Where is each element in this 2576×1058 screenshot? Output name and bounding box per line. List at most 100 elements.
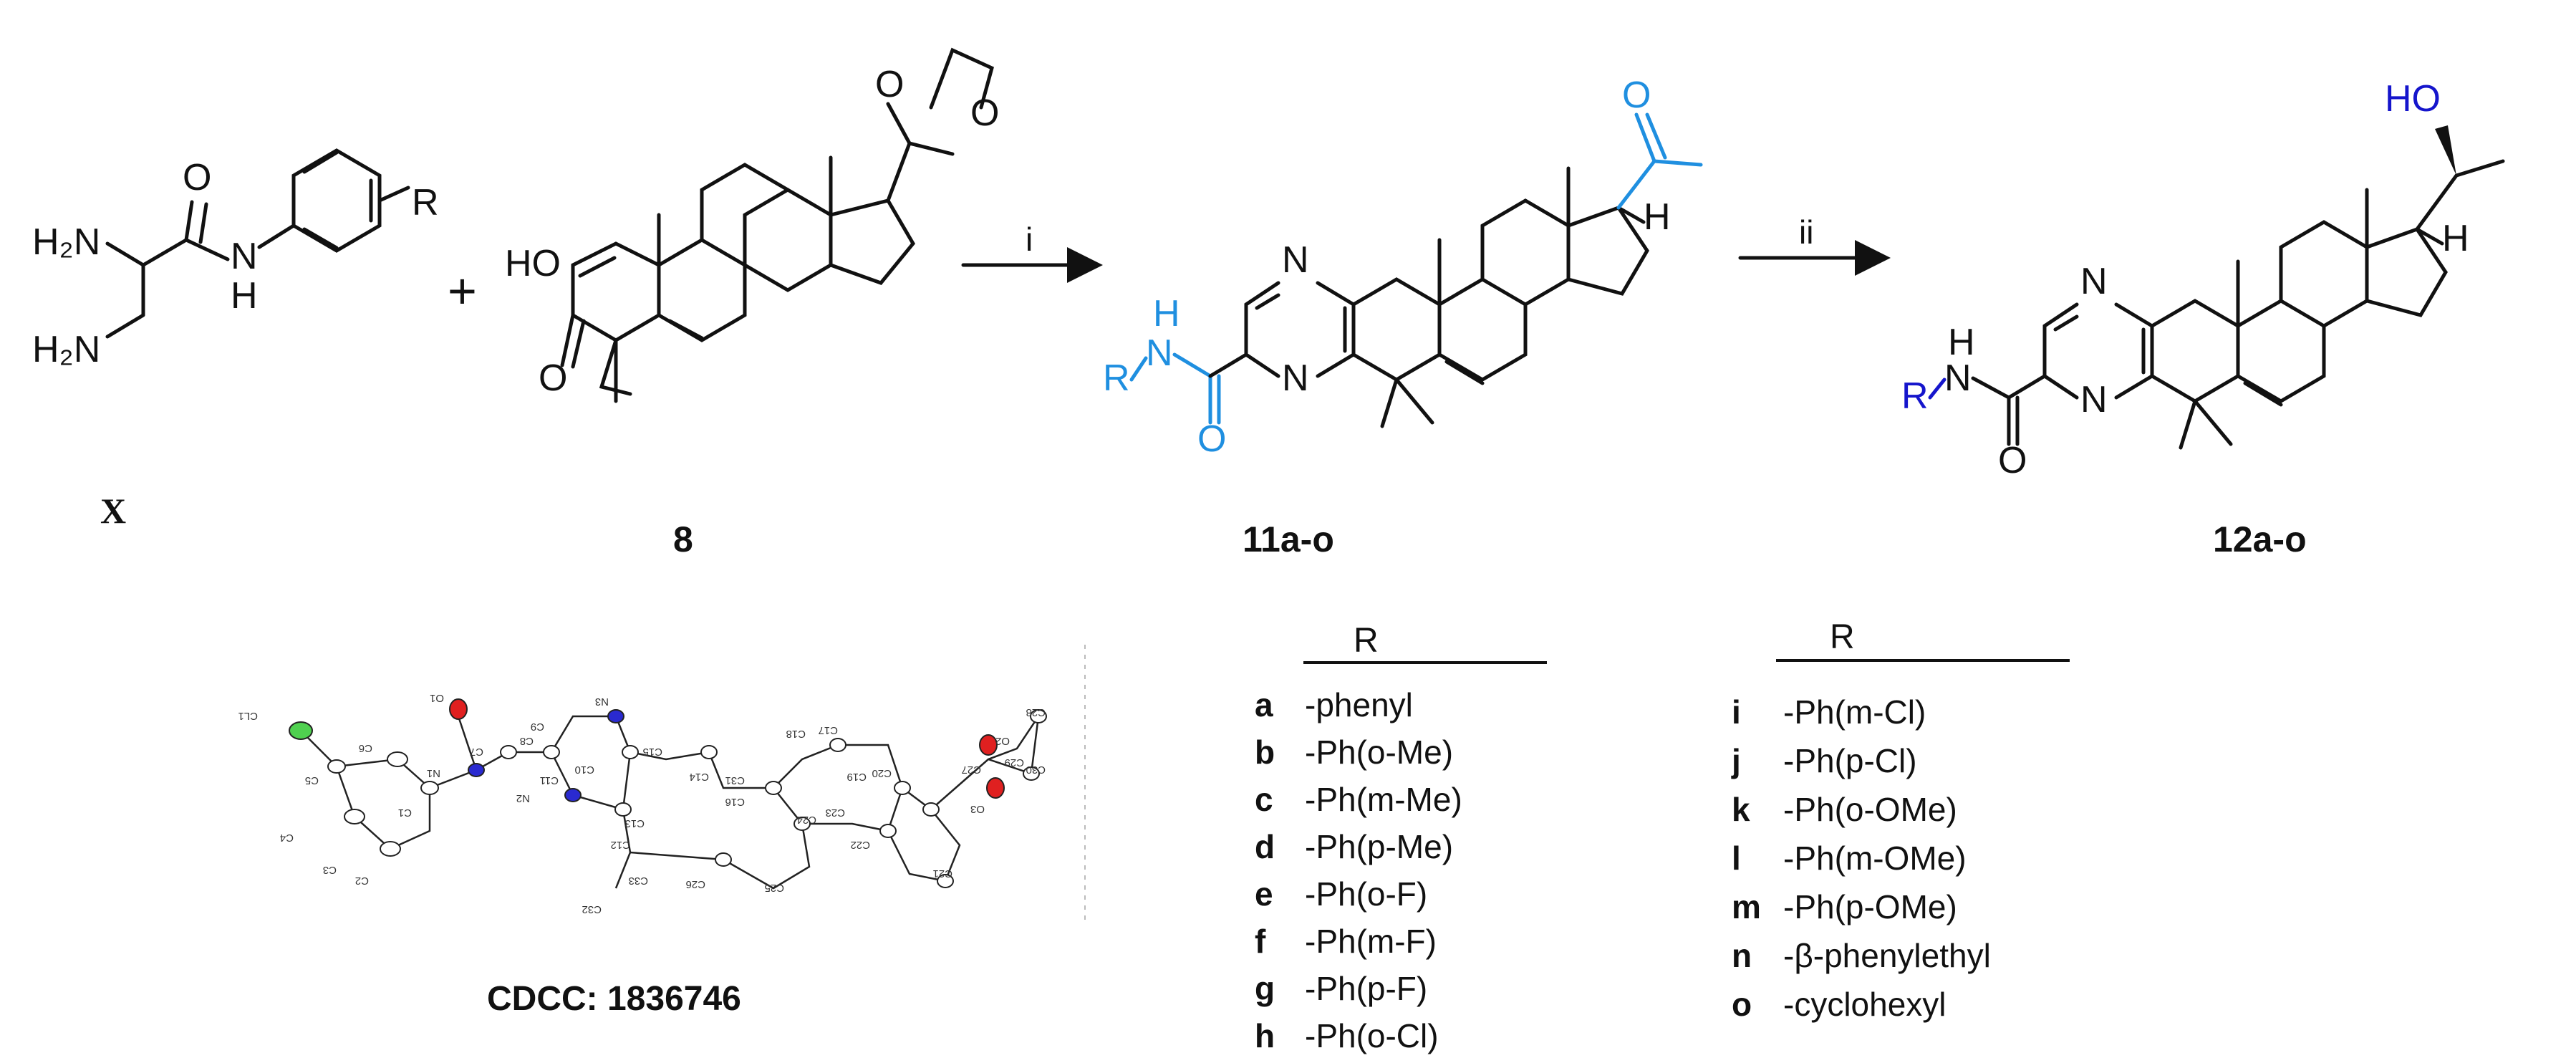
- r-value-m: -Ph(p-OMe): [1783, 888, 1957, 925]
- crystal-label-c22: C22: [850, 839, 870, 851]
- crystal-label-c9: C9: [531, 721, 544, 733]
- atom-n-amide: N: [231, 236, 258, 277]
- crystal-label-c10: C10: [574, 764, 594, 776]
- reagent-step-2: ii: [1799, 213, 1813, 251]
- atom-n-amide-11: N: [1146, 332, 1173, 374]
- atom-h-12-c17: H: [2442, 218, 2469, 259]
- r-value-l: -Ph(m-OMe): [1783, 840, 1967, 877]
- r-value-k: -Ph(o-OMe): [1783, 791, 1957, 828]
- r-key-g: g: [1255, 970, 1275, 1007]
- atom-h2n-top: H₂N: [32, 221, 100, 263]
- reagent-step-1: i: [1026, 221, 1033, 258]
- crystal-atom-labels: CL1C6C5C4C3C2C1N1O1C7C8C9N3N2C10C11C15C1…: [238, 692, 1046, 915]
- r-table-right-column: i -Ph(m-Cl) j -Ph(p-Cl) k -Ph(o-OMe) l -Ph(m-OM…: [1731, 693, 1991, 1023]
- crystal-label-c32: C32: [582, 903, 602, 915]
- r-key-l: l: [1732, 840, 1741, 877]
- r-table-left-column: a-phenylb-Ph(o-Me)c-Ph(m-Me)d-Ph(p-Me)e-…: [1255, 686, 1462, 1054]
- crystal-label-c29: C29: [1004, 756, 1024, 769]
- crystal-label-c16: C16: [725, 796, 745, 808]
- r-value-f: -Ph(m-F): [1305, 923, 1437, 960]
- crystal-label-c17: C17: [818, 724, 838, 736]
- crystal-label-c4: C4: [280, 832, 294, 844]
- crystal-label-c1: C1: [398, 807, 412, 819]
- crystal-ellipsoids: [289, 698, 1047, 888]
- r-key-o: o: [1732, 986, 1752, 1023]
- crystal-label-c18: C18: [786, 728, 806, 740]
- crystal-label-n1: N1: [427, 767, 440, 779]
- atom-ho-8: HO: [505, 243, 561, 284]
- crystal-label-c19: C19: [846, 771, 867, 783]
- r-value-h: -Ph(o-Cl): [1305, 1017, 1439, 1054]
- compound-x-structure: H₂N H₂N O N H R: [32, 148, 439, 370]
- r-key-f: f: [1255, 923, 1266, 960]
- r-table-header-left: R: [1354, 622, 1379, 660]
- r-key-c: c: [1255, 781, 1273, 818]
- crystal-label-o1: O1: [430, 692, 444, 704]
- r-key-b: b: [1255, 734, 1275, 771]
- r-key-a: a: [1255, 686, 1273, 723]
- crystal-label-c23: C23: [825, 807, 845, 819]
- crystal-label-cl1: CL1: [238, 710, 258, 722]
- r-key-i: i: [1732, 693, 1741, 731]
- crystal-label-c30: C30: [1026, 764, 1046, 776]
- r-value-o: -cyclohexyl: [1783, 986, 1947, 1023]
- atom-o-ketone-11: O: [1622, 74, 1651, 116]
- atom-o-amide-11: O: [1197, 418, 1226, 460]
- r-group-table: R a -phenyl b -Ph(o-Me) c -Ph(m-Me) d -Ph(p-Me)…: [1255, 618, 2070, 1054]
- atom-o-diox-1: O: [875, 64, 904, 105]
- atom-n-pyr-top-12: N: [2080, 261, 2108, 302]
- compound-8-structure: HO O O O: [505, 47, 999, 403]
- r-value-d: -Ph(p-Me): [1305, 828, 1453, 865]
- crystal-label-n2: N2: [516, 792, 530, 804]
- label-compound-12: 12a-o: [2213, 519, 2307, 559]
- r-value-g: -Ph(p-F): [1305, 970, 1427, 1007]
- r-value-c: -Ph(m-Me): [1305, 781, 1462, 818]
- crystal-label-c25: C25: [764, 882, 784, 894]
- r-value-b: -Ph(o-Me): [1305, 734, 1453, 771]
- r-key-n: n: [1732, 937, 1752, 974]
- atom-r-12: R: [1901, 375, 1929, 417]
- crystal-label-c20: C20: [872, 767, 892, 779]
- atom-n-pyr-bot-11: N: [1282, 357, 1309, 399]
- r-key-e: e: [1255, 875, 1273, 913]
- crystal-label-c11: C11: [540, 774, 559, 787]
- r-value-n: -β-phenylethyl: [1783, 937, 1991, 974]
- r-value-a: -phenyl: [1305, 686, 1413, 723]
- r-value-e: -Ph(o-F): [1305, 875, 1427, 913]
- crystal-label-c33: C33: [628, 875, 648, 887]
- crystal-label-c12: C12: [610, 839, 630, 851]
- crystal-label-n3: N3: [595, 696, 609, 708]
- crystal-caption: CDCC: 1836746: [487, 980, 741, 1018]
- r-key-h: h: [1255, 1017, 1275, 1054]
- r-key-k: k: [1732, 791, 1750, 828]
- atom-h-11-c17: H: [1644, 196, 1671, 238]
- crystal-label-c5: C5: [305, 774, 319, 787]
- atom-n-pyr-top-11: N: [1282, 239, 1309, 281]
- r-value-j: -Ph(p-Cl): [1783, 742, 1917, 779]
- r-key-d: d: [1255, 828, 1275, 865]
- crystal-label-c14: C14: [689, 771, 709, 783]
- crystal-label-c24: C24: [796, 814, 816, 826]
- atom-n-amide-12: N: [1944, 357, 1972, 399]
- r-key-m: m: [1732, 888, 1761, 925]
- label-compound-11: 11a-o: [1243, 519, 1334, 559]
- crystal-label-c8: C8: [520, 735, 534, 747]
- r-key-j: j: [1731, 742, 1741, 779]
- crystal-label-c3: C3: [323, 864, 337, 876]
- atom-n-pyr-bot-12: N: [2080, 379, 2108, 420]
- crystal-label-c7: C7: [470, 746, 483, 758]
- r-value-i: -Ph(m-Cl): [1783, 693, 1926, 731]
- atom-r-11: R: [1103, 357, 1130, 399]
- atom-h2n-bottom: H₂N: [32, 329, 100, 370]
- crystal-structure-ortep: CL1C6C5C4C3C2C1N1O1C7C8C9N3N2C10C11C15C1…: [238, 645, 1086, 924]
- crystal-label-o3: O3: [970, 803, 985, 815]
- atom-r-x: R: [412, 182, 439, 223]
- atom-h-amide: H: [231, 275, 258, 317]
- r-table-header-right: R: [1830, 618, 1855, 656]
- crystal-label-c2: C2: [355, 875, 369, 887]
- crystal-label-c26: C26: [685, 878, 705, 890]
- label-compound-8: 8: [673, 519, 693, 559]
- atom-ho-12: HO: [2385, 78, 2441, 120]
- plus-sign: +: [448, 263, 477, 319]
- compound-11-structure: H N R O N N H O: [1103, 74, 1703, 460]
